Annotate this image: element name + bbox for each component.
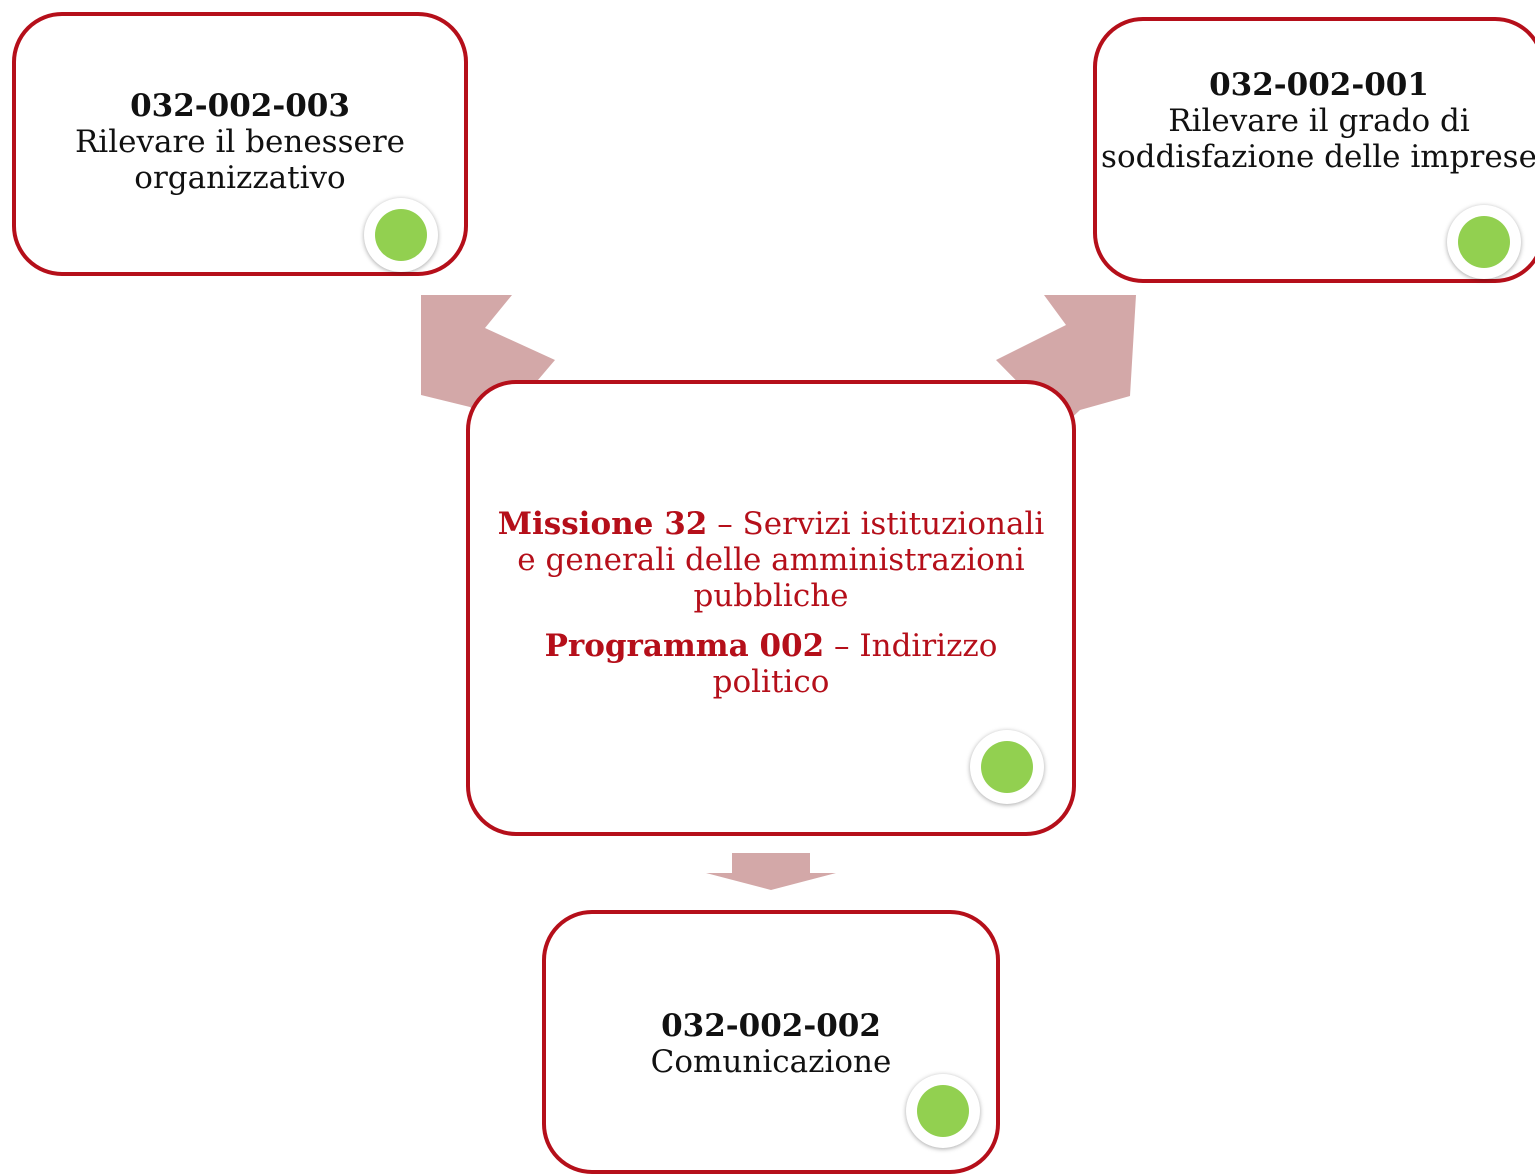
- green-status-dot-icon: [1447, 205, 1521, 279]
- mission-label: Missione 32: [497, 506, 708, 542]
- objective-code: 032-002-002: [661, 1008, 881, 1044]
- objective-description: Rilevare il benessere organizzativo: [74, 124, 406, 196]
- green-status-dot-icon: [906, 1074, 980, 1148]
- objective-code: 032-002-003: [130, 88, 350, 124]
- green-status-dot-icon: [970, 730, 1044, 804]
- objective-description: Rilevare il grado di soddisfazione delle…: [1101, 103, 1535, 175]
- objective-code: 032-002-001: [1209, 67, 1429, 103]
- objective-card-032-002-001: 032-002-001 Rilevare il grado di soddisf…: [1093, 17, 1535, 283]
- program-label: Programma 002: [544, 628, 825, 664]
- green-status-dot-icon: [364, 198, 438, 272]
- program-description: – Indirizzo politico: [712, 628, 998, 700]
- program-line: Programma 002 – Indirizzo politico: [490, 628, 1052, 700]
- arrow-down: [706, 853, 836, 890]
- objective-card-032-002-002: 032-002-002 Comunicazione: [542, 910, 1000, 1174]
- objective-card-032-002-003: 032-002-003 Rilevare il benessere organi…: [12, 12, 468, 276]
- objective-description: Comunicazione: [650, 1044, 892, 1080]
- mission-line: Missione 32 – Servizi istituzionali e ge…: [490, 506, 1052, 614]
- mission-description: – Servizi istituzionali e generali delle…: [517, 506, 1045, 614]
- mission-program-card: Missione 32 – Servizi istituzionali e ge…: [466, 380, 1076, 836]
